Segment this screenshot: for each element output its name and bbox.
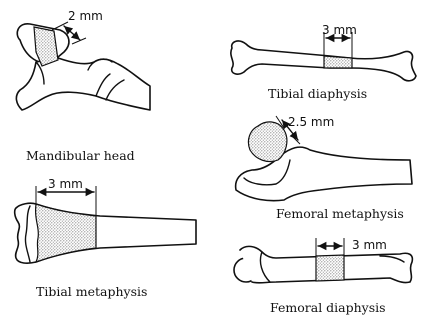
femoral-metaphysis-measure-label: 2.5 mm	[288, 115, 334, 129]
tibial-diaphysis-measure-label: 3 mm	[322, 23, 357, 37]
panel-tibial-metaphysis: 3 mm Tibial metaphysis	[15, 177, 196, 299]
mandibular-head-measure-label: 2 mm	[68, 9, 103, 23]
femoral-diaphysis-measure: 3 mm	[316, 238, 387, 256]
tibial-diaphysis-measure: 3 mm	[322, 23, 357, 58]
femoral-diaphysis-sample-region	[316, 255, 344, 281]
femoral-diaphysis-caption: Femoral diaphysis	[270, 300, 386, 315]
tibial-metaphysis-caption: Tibial metaphysis	[36, 284, 147, 299]
panel-femoral-metaphysis: 2.5 mm Femoral metaphysis	[236, 115, 412, 221]
femoral-metaphysis-sample-region	[248, 122, 286, 162]
femoral-diaphysis-measure-label: 3 mm	[352, 238, 387, 252]
mandibular-head-caption: Mandibular head	[26, 148, 135, 163]
femoral-metaphysis-caption: Femoral metaphysis	[276, 206, 404, 221]
panel-femoral-diaphysis: 3 mm Femoral diaphysis	[234, 238, 412, 315]
panel-mandibular-head: 2 mm Mandibular head	[16, 9, 150, 163]
panel-tibial-diaphysis: 3 mm Tibial diaphysis	[231, 23, 416, 101]
tibial-diaphysis-caption: Tibial diaphysis	[268, 86, 367, 101]
tibial-diaphysis-sample-region	[324, 56, 352, 68]
tibial-metaphysis-measure-label: 3 mm	[48, 177, 83, 191]
tibial-metaphysis-sample-region	[36, 204, 96, 262]
